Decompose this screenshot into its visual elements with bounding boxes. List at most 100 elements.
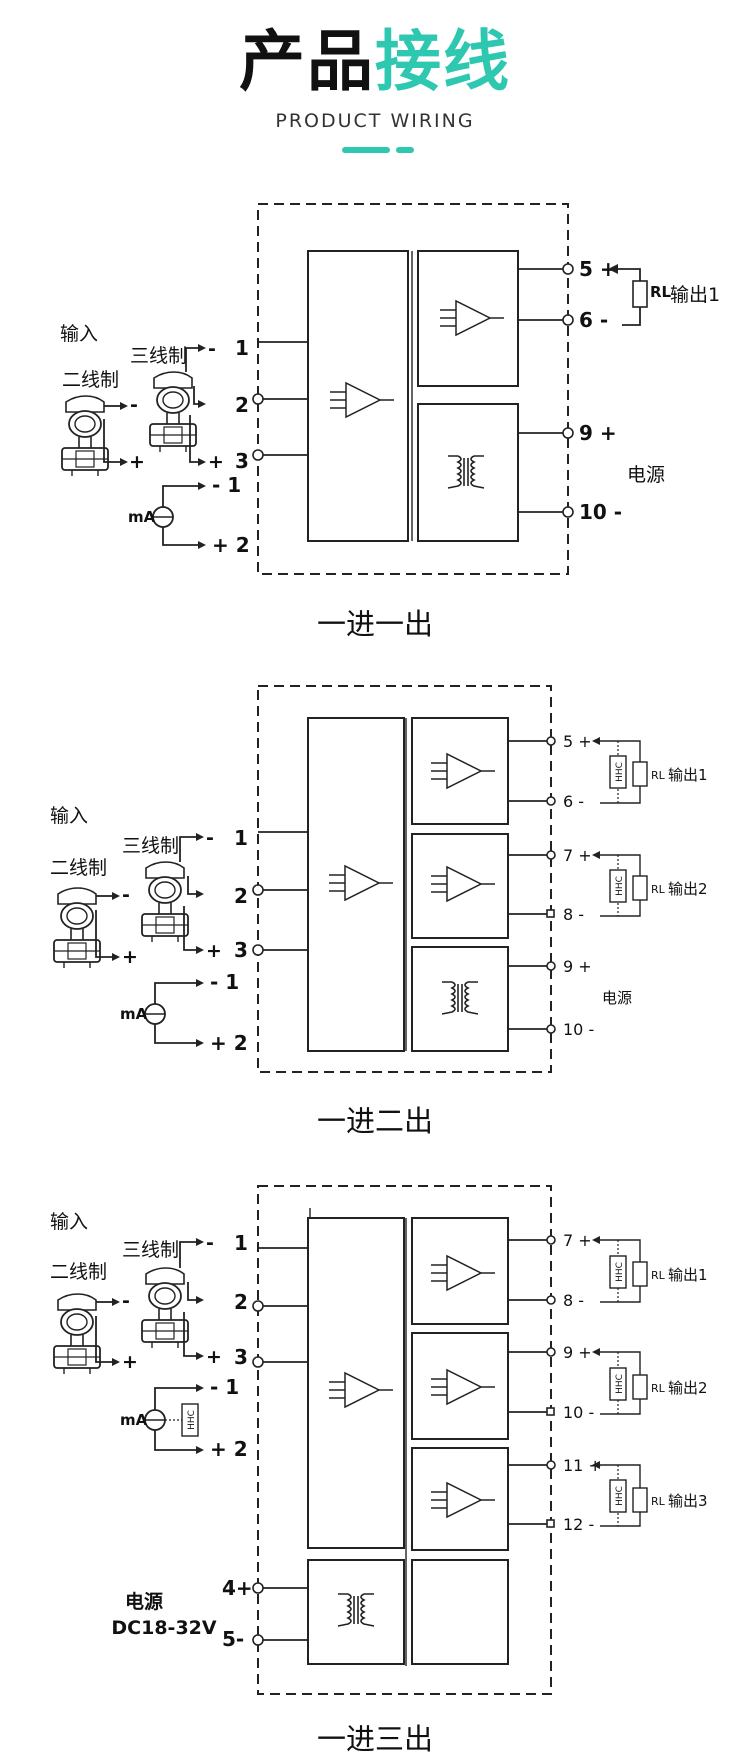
terminal-2[interactable]: [252, 1300, 264, 1312]
three-wire-label: 三线制: [122, 835, 179, 857]
current-terminal-label: - 1: [210, 1375, 239, 1399]
diagram-one-in-three-out: 7 + 8 - 9 + 10 - 11 + 12 - RL 输出1 RL 输出2…: [50, 1185, 708, 1756]
terminal-12[interactable]: [546, 1519, 555, 1528]
terminal-4[interactable]: [252, 1582, 264, 1594]
terminal-2[interactable]: [252, 884, 264, 896]
three-wire-transmitter-icon: [141, 861, 189, 943]
input-terminal-label: 2: [234, 1290, 248, 1314]
power-terminal-label: 10 -: [563, 1020, 594, 1039]
load-resistor: [632, 1487, 648, 1513]
output-terminal-label: 9 +: [563, 1343, 592, 1362]
terminal-11[interactable]: [546, 1460, 556, 1470]
hhc-communicator-icon: [609, 755, 627, 789]
input-terminal-label: 1: [234, 826, 248, 850]
input-terminal-label: 1: [235, 336, 249, 360]
load-label: RL: [651, 769, 666, 782]
hhc-communicator-icon: [609, 1367, 627, 1401]
hhc-communicator-icon: [609, 1255, 627, 1289]
output-label: 输出3: [668, 1492, 708, 1510]
power-terminal-label: 10 -: [579, 500, 622, 524]
terminal-7[interactable]: [546, 1235, 556, 1245]
input-terminal-label: 2: [234, 884, 248, 908]
terminal-7[interactable]: [546, 850, 556, 860]
terminal-3[interactable]: [252, 1356, 264, 1368]
hhc-communicator-icon: [181, 1403, 199, 1437]
load-resistor: [632, 875, 648, 901]
load-resistor: [632, 1261, 648, 1287]
page-subtitle: PRODUCT WIRING: [275, 110, 475, 132]
terminal-9[interactable]: [562, 427, 574, 439]
input-label: 输入: [50, 1211, 88, 1233]
current-source-label: mA: [120, 1005, 148, 1023]
output-terminal-label: 12 -: [563, 1515, 594, 1534]
three-wire-label: 三线制: [122, 1239, 179, 1261]
power-terminal-label: 4+: [222, 1576, 253, 1600]
svg-text:-: -: [130, 394, 138, 416]
two-wire-transmitter-icon: [53, 887, 101, 969]
page-title: 产品接线: [0, 22, 750, 102]
load-resistor: [632, 1374, 648, 1400]
terminal-6[interactable]: [546, 796, 556, 806]
svg-text:+: +: [129, 451, 145, 473]
output-terminal-label: 7 +: [563, 846, 592, 865]
output-terminal-label: 8 -: [563, 1291, 584, 1310]
svg-text:-: -: [206, 1232, 214, 1254]
accent-bar: [342, 147, 390, 153]
three-wire-transmitter-icon: [141, 1267, 189, 1349]
input-terminal-label: 3: [234, 938, 248, 962]
two-wire-label: 二线制: [50, 1261, 107, 1283]
power-terminal-label: 5-: [222, 1627, 244, 1651]
power-terminal-label: 9 +: [579, 421, 617, 445]
current-source-label: mA: [128, 508, 156, 526]
diagram-caption: 一进三出: [317, 1722, 433, 1756]
terminal-6[interactable]: [562, 314, 574, 326]
terminal-5[interactable]: [252, 1634, 264, 1646]
terminal-8[interactable]: [546, 1295, 556, 1305]
load-label: RL: [651, 1382, 666, 1395]
terminal-2[interactable]: [252, 393, 264, 405]
terminal-3[interactable]: [252, 944, 264, 956]
input-terminal-label: 3: [235, 449, 249, 473]
svg-text:-: -: [122, 884, 130, 906]
accent-bar-short: [396, 147, 414, 153]
current-source-label: mA: [120, 1411, 148, 1429]
input-terminal-label: 1: [234, 1231, 248, 1255]
terminal-5[interactable]: [562, 263, 574, 275]
terminal-9[interactable]: [546, 961, 556, 971]
terminal-5[interactable]: [546, 736, 556, 746]
svg-text:-: -: [208, 338, 216, 360]
diagram-one-in-two-out: 5 + 6 - 7 + 8 - 9 + 10 - 电源 RL 输出1 RL 输出…: [50, 685, 708, 1138]
terminal-10[interactable]: [546, 1407, 555, 1416]
terminal-8[interactable]: [546, 909, 555, 918]
hhc-communicator-icon: [609, 869, 627, 903]
two-wire-transmitter-icon: [61, 395, 109, 477]
load-label: RL: [651, 883, 666, 896]
title-main: 产品: [239, 23, 375, 100]
load-label: RL: [650, 283, 672, 301]
module-outline: [257, 203, 569, 575]
two-wire-label: 二线制: [50, 857, 107, 879]
page-header: 产品接线 PRODUCT WIRING: [0, 0, 750, 170]
terminal-10[interactable]: [546, 1024, 556, 1034]
output-terminal-label: 11 +: [563, 1456, 602, 1475]
terminal-10[interactable]: [562, 506, 574, 518]
output-terminal-label: 8 -: [563, 905, 584, 924]
svg-text:+: +: [122, 946, 138, 968]
svg-text:-: -: [122, 1290, 130, 1312]
power-label: 电源: [602, 989, 632, 1007]
output-terminal-label: 7 +: [563, 1231, 592, 1250]
load-label: RL: [651, 1495, 666, 1508]
input-terminal-label: 2: [235, 393, 249, 417]
terminal-9[interactable]: [546, 1347, 556, 1357]
svg-text:-: -: [206, 827, 214, 849]
module-outline: [257, 1185, 552, 1695]
svg-text:+: +: [122, 1351, 138, 1373]
input-terminal-label: 3: [234, 1345, 248, 1369]
output-label: 输出1: [668, 766, 708, 784]
svg-text:+: +: [206, 1346, 222, 1368]
title-accent: 接线: [375, 23, 511, 100]
load-resistor: [632, 280, 648, 308]
power-terminal-label: 9 +: [563, 957, 592, 976]
terminal-3[interactable]: [252, 449, 264, 461]
